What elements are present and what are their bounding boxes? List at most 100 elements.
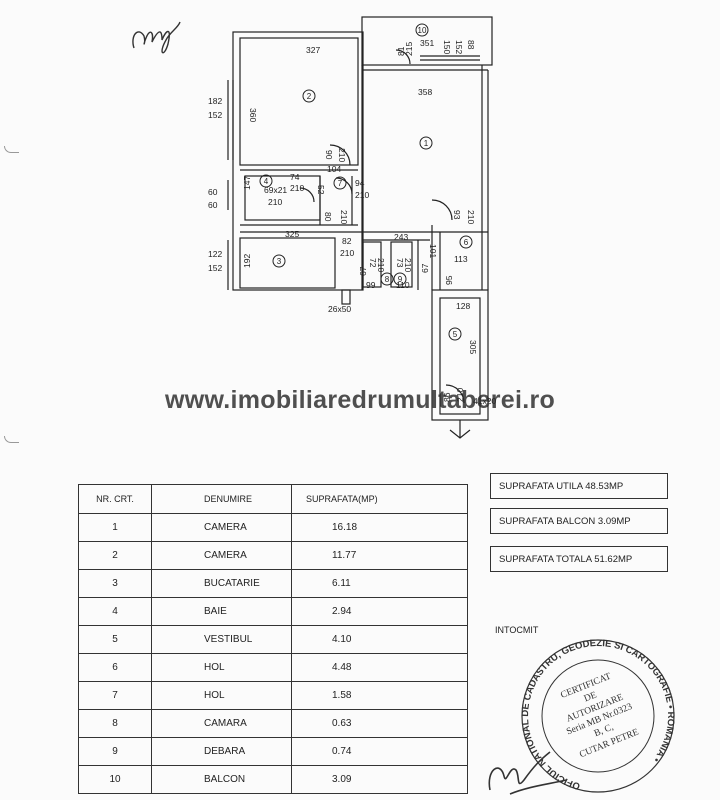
dim-label: 210 [290, 183, 304, 193]
row-nr: 7 [78, 681, 152, 710]
dim-label: 243 [394, 232, 408, 242]
dim-label: 210 [268, 197, 282, 207]
dim-label: 80 [323, 212, 333, 222]
dim-label: 210 [355, 190, 369, 200]
dim-label: 305 [468, 340, 478, 354]
dim-label: 128 [456, 301, 470, 311]
row-area: 16.18 [291, 513, 468, 542]
row-area: 0.63 [291, 709, 468, 738]
room-number: 2 [307, 92, 312, 101]
room-circle-1 [419, 136, 433, 150]
room-circle-2 [302, 89, 316, 103]
row-area: 6.11 [291, 569, 468, 598]
row-area: 4.10 [291, 625, 468, 654]
certification-stamp: OFICIUL NATIONAL DE CADASTRU, GEODEZIE S… [520, 638, 676, 793]
room-2-outline [239, 37, 359, 166]
dim-label: 104 [327, 164, 341, 174]
dim-label: 358 [418, 87, 432, 97]
row-nr: 3 [78, 569, 152, 598]
room-circle-10 [415, 23, 429, 37]
dim-label: 73 [395, 258, 405, 268]
room-number: 10 [418, 26, 427, 35]
column-header-area: SUPRAFATA(MP) [291, 484, 468, 514]
row-name: HOL [151, 653, 292, 682]
dim-label: 215 [404, 42, 414, 56]
dim-label: 41x20 [473, 396, 496, 406]
column-header-name: DENUMIRE [151, 484, 292, 514]
dim-label: 210 [339, 210, 349, 224]
row-area: 0.74 [291, 737, 468, 766]
dim-label: 210 [337, 148, 347, 162]
row-nr: 2 [78, 541, 152, 570]
room-circle-7 [333, 176, 347, 190]
row-name: DEBARA [151, 737, 292, 766]
dim-label: 69x21 [264, 185, 287, 195]
punch-mark [4, 436, 19, 443]
room-number: 5 [453, 330, 458, 339]
room-circle-9 [393, 272, 407, 286]
room-number: 9 [398, 275, 403, 284]
row-name: CAMERA [151, 513, 292, 542]
dim-label: 90 [324, 150, 334, 160]
dim-label: 152 [454, 40, 464, 54]
row-nr: 8 [78, 709, 152, 738]
dim-label: 82 [342, 236, 352, 246]
floor-plan: 2 1 3 4 5 6 7 8 9 10 327 360 182 152 358… [208, 16, 496, 439]
dim-label: 152 [208, 263, 222, 273]
dim-label: 74 [290, 172, 300, 182]
dim-label: 60 [208, 200, 218, 210]
row-name: CAMARA [151, 709, 292, 738]
dim-label: 210 [403, 258, 413, 272]
dim-label: 325 [285, 229, 299, 239]
dim-label: 60 [208, 187, 218, 197]
room-circle-3 [272, 254, 286, 268]
dim-label: 147 [242, 176, 252, 190]
dim-label: 182 [208, 96, 222, 106]
dim-label: 67 [358, 266, 368, 276]
dim-label: 52 [316, 185, 326, 195]
room-number: 8 [385, 275, 390, 284]
room-circle-6 [459, 235, 473, 249]
watermark-url: www.imobiliaredrumultaberei.ro [164, 386, 556, 414]
row-name: HOL [151, 681, 292, 710]
dim-label: 210 [340, 248, 354, 258]
summary-balcon: SUPRAFATA BALCON 3.09MP [490, 508, 668, 534]
row-nr: 1 [78, 513, 152, 542]
row-name: BALCON [151, 765, 292, 794]
wall-left-block [232, 31, 364, 291]
row-nr: 6 [78, 653, 152, 682]
row-name: CAMERA [151, 541, 292, 570]
row-name: BUCATARIE [151, 569, 292, 598]
dim-label: 113 [454, 254, 468, 264]
row-area: 1.58 [291, 681, 468, 710]
room-circle-4 [259, 174, 273, 188]
room-circle-8 [380, 272, 394, 286]
dim-label: 94 [355, 178, 365, 188]
room-number: 6 [464, 238, 469, 247]
dim-label: 360 [248, 108, 258, 122]
room-number: 4 [264, 177, 269, 186]
dim-label: 81 [396, 46, 406, 56]
row-nr: 4 [78, 597, 152, 626]
dim-label: 95 [444, 275, 454, 285]
dim-label: 86 [442, 392, 452, 402]
dim-label: 210 [376, 258, 386, 272]
row-area: 4.48 [291, 653, 468, 682]
dim-label: 88 [466, 40, 476, 50]
row-area: 11.77 [291, 541, 468, 570]
row-name: BAIE [151, 597, 292, 626]
dim-label: 26x50 [328, 304, 351, 314]
dim-label: 210 [466, 210, 476, 224]
intocmit-label: INTOCMIT [495, 625, 539, 635]
summary-utila: SUPRAFATA UTILA 48.53MP [490, 473, 668, 499]
dim-label: 210 [455, 388, 465, 402]
column-header-nr: NR. CRT. [78, 484, 152, 514]
dim-label: 72 [368, 258, 378, 268]
